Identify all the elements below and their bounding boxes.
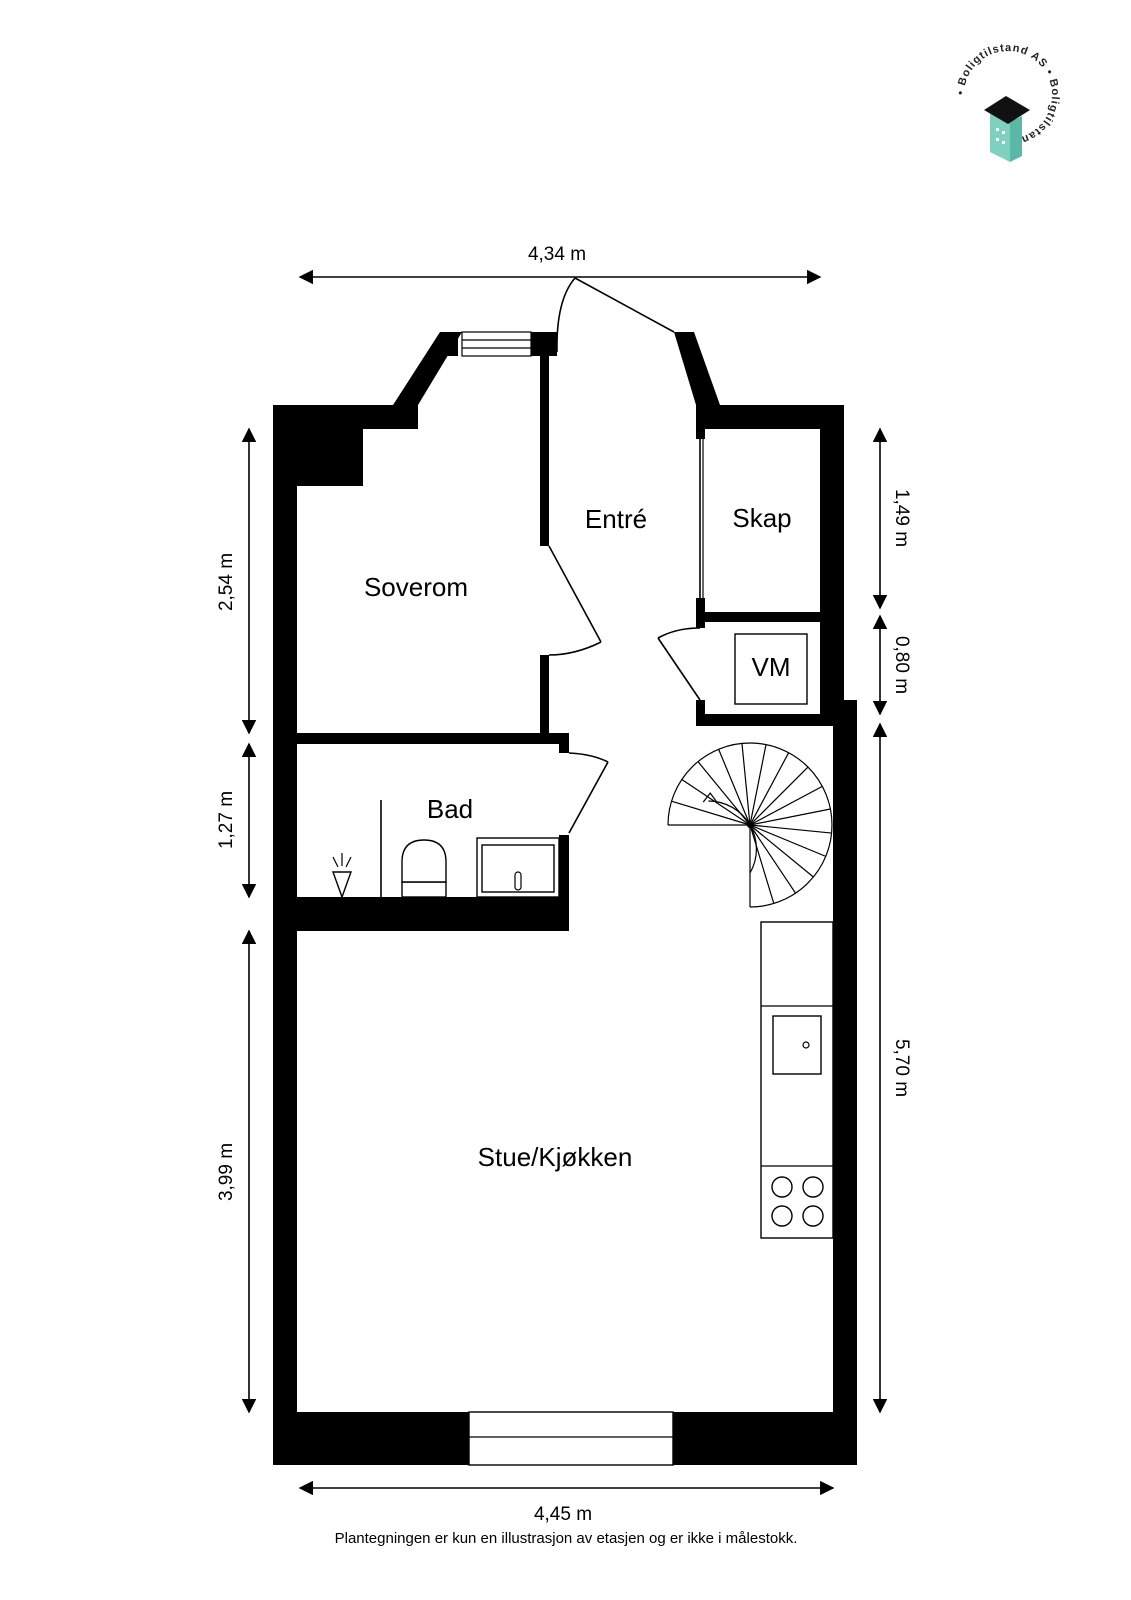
stair-tread xyxy=(749,824,814,878)
stair-tread xyxy=(697,761,751,826)
bad-door xyxy=(568,752,609,834)
room-label-entre: Entré xyxy=(585,504,647,534)
stair-tread xyxy=(681,778,751,826)
stair-direction-arrow xyxy=(702,792,717,803)
washing-machine xyxy=(734,633,808,705)
cooktop xyxy=(771,1176,824,1227)
stair-tread xyxy=(749,824,775,904)
stair-tread xyxy=(749,744,767,826)
logo-building-left xyxy=(990,112,1010,162)
stair-tread xyxy=(749,824,832,834)
disclaimer-note: Plantegningen er kun en illustrasjon av … xyxy=(335,1530,798,1547)
dim-left-lower: 3,99 m xyxy=(216,1143,237,1201)
stair-tread xyxy=(749,824,826,857)
dim-right-lower: 5,70 m xyxy=(891,1039,912,1097)
dim-right-middle: 0,80 m xyxy=(891,636,912,694)
stair-tread xyxy=(718,749,751,826)
washbasin-cabinet xyxy=(476,837,560,898)
room-label-stue-kjokken: Stue/Kjøkken xyxy=(478,1142,633,1172)
stair-tread xyxy=(749,752,790,826)
spiral-staircase xyxy=(667,742,833,908)
entry-door xyxy=(556,277,675,353)
shower xyxy=(332,800,382,900)
vm-door xyxy=(657,627,701,701)
company-logo: • Boligtilstand AS • Boligtilstand AS xyxy=(955,42,1060,162)
bedroom-door xyxy=(548,545,602,656)
walls xyxy=(273,332,857,1465)
kitchen-sink xyxy=(772,1015,822,1075)
dim-right-upper: 1,49 m xyxy=(891,489,912,547)
stair-tread xyxy=(671,800,751,826)
dim-left-middle: 1,27 m xyxy=(216,791,237,849)
dim-bottom-width: 4,45 m xyxy=(534,1504,592,1525)
room-label-bad: Bad xyxy=(427,794,473,824)
stair-tread xyxy=(741,743,751,826)
stair-tread xyxy=(749,785,823,826)
stair-tread xyxy=(749,766,809,826)
top-window xyxy=(461,331,532,357)
dim-top-width: 4,34 m xyxy=(528,244,586,265)
stair-tread xyxy=(749,824,797,894)
bottom-window xyxy=(468,1411,674,1466)
dim-left-upper: 2,54 m xyxy=(216,553,237,611)
room-label-vm: VM xyxy=(752,652,791,682)
logo-building-right xyxy=(1010,116,1022,162)
stair-tread xyxy=(749,808,831,826)
logo-roof xyxy=(984,96,1030,124)
toilet xyxy=(401,839,447,898)
skap-sliding-door xyxy=(699,439,704,598)
room-label-skap: Skap xyxy=(732,503,791,533)
dimension-lines xyxy=(241,269,888,1496)
room-label-soverom: Soverom xyxy=(364,572,468,602)
